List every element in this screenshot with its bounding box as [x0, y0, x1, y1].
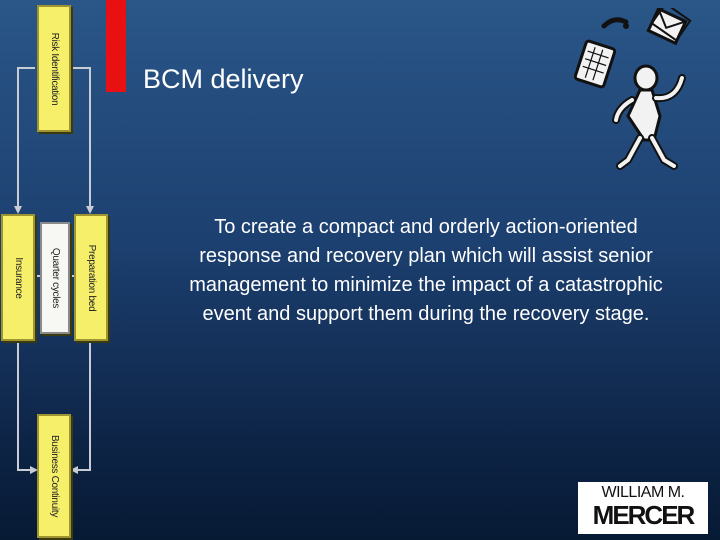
slide-title: BCM delivery	[143, 64, 304, 94]
title-accent-bar	[106, 0, 126, 92]
diagram-box-insurance: Insurance	[1, 214, 35, 341]
diagram-box-label: Preparation bed	[86, 244, 97, 311]
logo-line-1: WILLIAM M.	[601, 484, 685, 501]
diagram-box-preparation: Preparation bed	[74, 214, 108, 341]
diagram-box-label: Insurance	[13, 256, 24, 299]
diagram-box-cycles: Quarter cycles	[40, 222, 70, 334]
telephone-icon	[601, 17, 629, 29]
company-logo: WILLIAM M. MERCER	[578, 482, 708, 534]
juggler-figure-icon	[573, 8, 692, 170]
diagram-box-label: Business Continuity	[49, 434, 60, 518]
diagram-box-label: Quarter cycles	[50, 247, 61, 309]
envelope-icon	[646, 8, 692, 46]
diagram-box-label: Risk Identification	[49, 32, 60, 105]
diagram-box-business-continuity: Business Continuity	[37, 414, 71, 538]
slide-body-text: To create a compact and orderly action-o…	[189, 216, 663, 325]
logo-line-2: MERCER	[592, 500, 696, 530]
diagram-box-risk-identification: Risk Identification	[37, 5, 71, 132]
process-cycle-arrows	[14, 67, 94, 474]
keyboard-icon	[573, 39, 617, 89]
